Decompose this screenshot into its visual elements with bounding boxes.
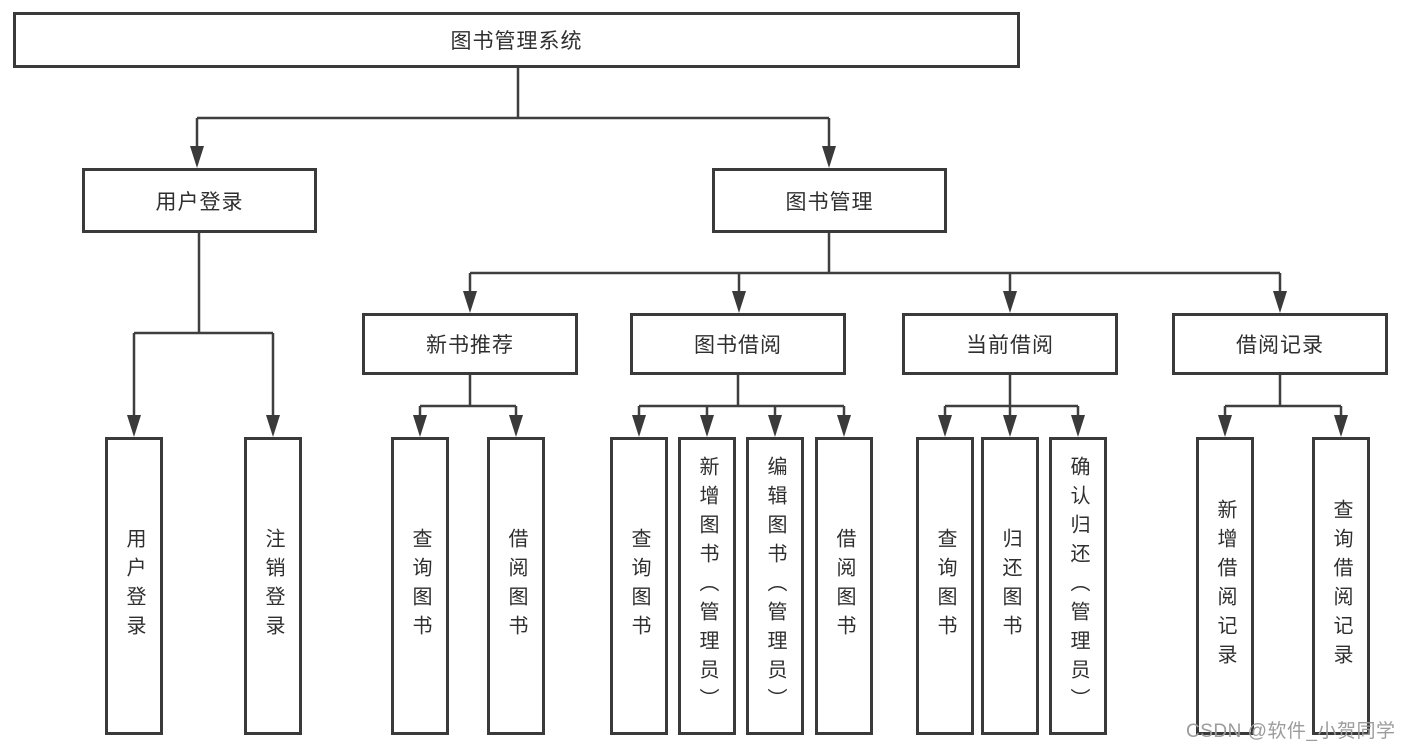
arrowhead-down [938,415,952,437]
connector-user-login-split [134,233,273,335]
arrowhead-down [463,291,477,313]
arrowhead-down [822,146,836,168]
node-label: 查询图书 [409,528,431,644]
connector-borrow-records-split [1225,375,1341,408]
node-leaf-return-books: 归还图书 [981,437,1039,735]
node-label: 图书管理 [785,190,874,214]
node-leaf-borrow-books-bb: 借阅图书 [815,437,873,735]
arrowhead-down [1218,415,1232,437]
arrowhead-down [413,415,427,437]
node-leaf-query-books-rec: 查询图书 [391,437,449,735]
node-label: 查询图书 [934,528,956,644]
node-leaf-logout: 注销登录 [244,437,302,735]
connector-current-borrow-split [945,375,1078,408]
arrowhead-down [1003,291,1017,313]
node-label: 查询借阅记录 [1330,499,1352,673]
arrowhead-down [266,415,280,437]
node-label: 注销登录 [262,528,284,644]
arrowhead-down [127,415,141,437]
node-borrowing-records: 借阅记录 [1172,313,1388,375]
node-leaf-confirm-return-admin: 确认归还（管理员） [1049,437,1107,735]
arrowhead-down [837,415,851,437]
csdn-watermark: CSDN @软件_小贺同学 [1186,721,1396,742]
connector-root-split [197,68,829,120]
node-library-management-system: 图书管理系统 [13,12,1020,68]
node-leaf-query-books-cb: 查询图书 [916,437,974,735]
node-leaf-user-login: 用户登录 [105,437,163,735]
node-label: 归还图书 [999,528,1021,644]
connector-book-mgmt-split [470,233,1280,275]
node-label: 当前借阅 [966,334,1054,357]
arrowhead-down [1334,415,1348,437]
node-current-borrowing: 当前借阅 [902,313,1118,375]
node-label: 编辑图书（管理员） [764,455,786,717]
node-book-management: 图书管理 [712,168,947,233]
node-label: 新增借阅记录 [1214,499,1236,673]
arrowhead-down [1071,415,1085,437]
node-label: 借阅记录 [1236,334,1324,357]
node-label: 借阅图书 [833,528,855,644]
arrowhead-down [509,415,523,437]
connector-book-borrow-split [639,375,844,408]
node-leaf-borrow-books-rec: 借阅图书 [487,437,545,735]
node-label: 用户登录 [155,190,244,214]
node-user-login: 用户登录 [82,168,317,233]
node-label: 新增图书（管理员） [696,455,718,717]
node-leaf-query-books-bb: 查询图书 [610,437,668,735]
arrowhead-down [768,415,782,437]
node-new-book-recommendation: 新书推荐 [362,313,578,375]
arrowhead-down [732,291,746,313]
node-leaf-query-borrow-record: 查询借阅记录 [1312,437,1370,735]
arrowhead-down [190,146,204,168]
arrowhead-down [700,415,714,437]
node-label: 图书借阅 [694,334,782,357]
node-label: 用户登录 [123,528,145,644]
node-label: 图书管理系统 [450,30,583,53]
arrowhead-down [1273,291,1287,313]
node-label: 查询图书 [628,528,650,644]
node-label: 确认归还（管理员） [1067,455,1089,717]
node-leaf-add-books-admin: 新增图书（管理员） [678,437,736,735]
arrowhead-down [1003,415,1017,437]
connector-new-book-split [420,375,516,408]
node-leaf-edit-books-admin: 编辑图书（管理员） [746,437,804,735]
node-leaf-add-borrow-record: 新增借阅记录 [1196,437,1254,735]
arrowhead-down [632,415,646,437]
node-label: 借阅图书 [505,528,527,644]
node-label: 新书推荐 [426,334,514,357]
node-book-borrowing: 图书借阅 [630,313,846,375]
